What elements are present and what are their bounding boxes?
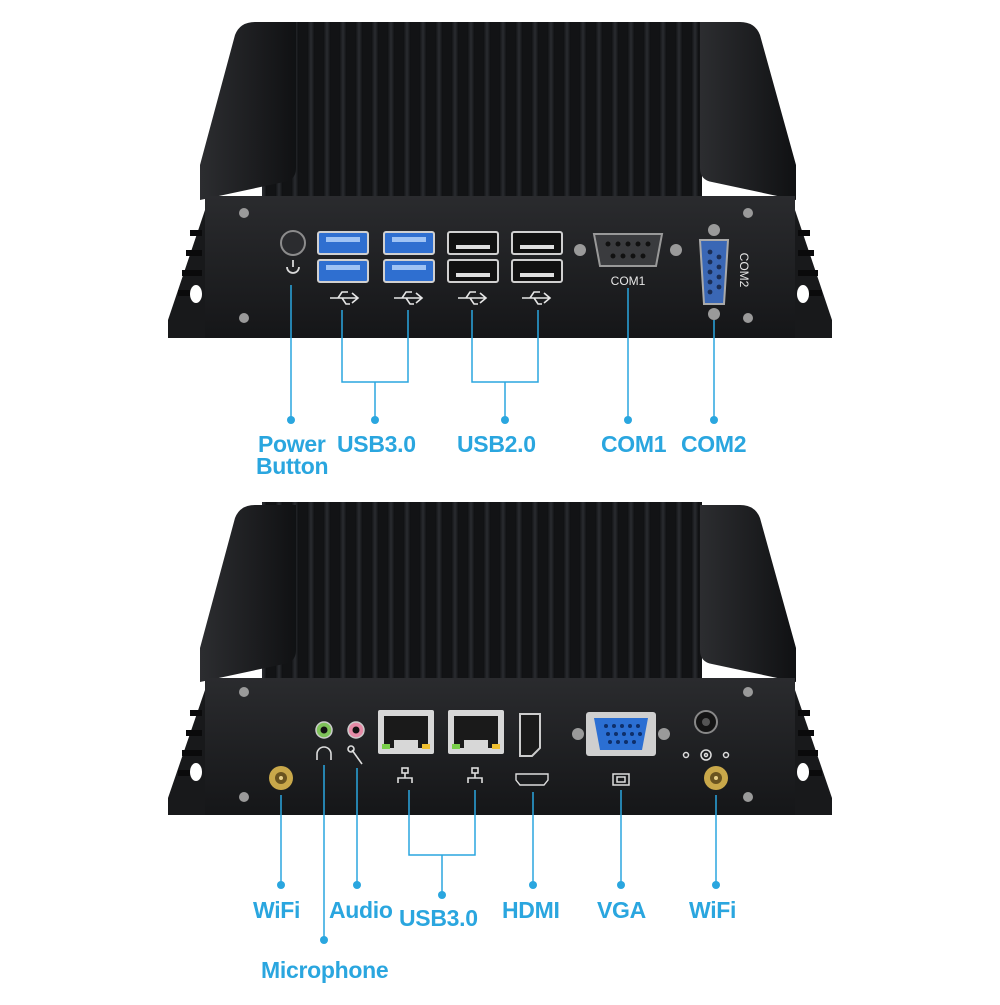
label-wifi-right: WiFi xyxy=(689,897,737,923)
dc-power-icon xyxy=(682,749,730,761)
microphone-icon xyxy=(347,745,363,765)
ethernet-ports xyxy=(378,710,504,754)
left-shoulder xyxy=(200,22,296,200)
vga-icon xyxy=(612,773,630,786)
hdmi-icon xyxy=(515,773,549,786)
heatsink-fins xyxy=(262,502,702,682)
heatsink-fins xyxy=(262,22,702,202)
left-shoulder xyxy=(200,505,296,682)
label-hdmi: HDMI xyxy=(502,897,560,923)
label-com1: COM1 xyxy=(601,431,667,457)
vga-port xyxy=(572,712,670,756)
com1-print: COM1 xyxy=(611,274,646,288)
label-vga: VGA xyxy=(597,897,646,923)
com1-port: COM1 xyxy=(574,233,682,288)
power-icon xyxy=(286,260,300,274)
top-device: COM1 COM2 xyxy=(168,22,832,424)
callout-lines-top xyxy=(290,285,715,420)
headphone-icon xyxy=(316,746,332,760)
label-power-button: Power xyxy=(258,431,326,457)
label-usb3-top: USB3.0 xyxy=(337,431,416,457)
bottom-device xyxy=(168,502,832,944)
hdmi-port xyxy=(519,713,541,757)
ethernet-icon xyxy=(397,767,483,783)
label-usb2: USB2.0 xyxy=(457,431,536,457)
power-button xyxy=(280,230,306,256)
callout-lines-bottom xyxy=(280,765,717,940)
com2-port: COM2 xyxy=(698,224,751,320)
label-usb3-bottom: USB3.0 xyxy=(399,905,478,931)
label-wifi-left: WiFi xyxy=(253,897,301,923)
label-audio: Audio xyxy=(329,897,393,923)
label-power-button-line2: Button xyxy=(256,453,329,479)
label-com2: COM2 xyxy=(681,431,747,457)
wifi-connector-left xyxy=(269,766,293,790)
usb2-ports xyxy=(447,231,563,283)
com2-print: COM2 xyxy=(737,253,751,288)
mount-slot xyxy=(797,285,809,303)
mount-slot xyxy=(190,285,202,303)
wifi-connector-right xyxy=(704,766,728,790)
right-shoulder xyxy=(700,22,796,200)
usb-icon xyxy=(330,291,552,305)
right-shoulder xyxy=(700,505,796,682)
label-microphone: Microphone xyxy=(261,957,389,983)
usb3-ports xyxy=(317,231,435,283)
